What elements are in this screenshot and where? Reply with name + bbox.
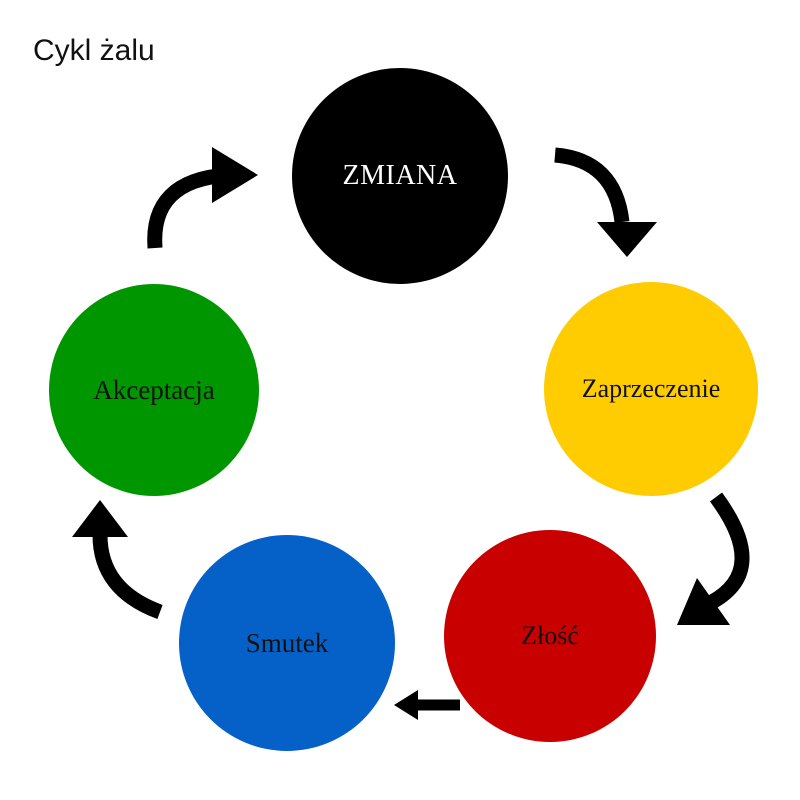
stage-zaprzeczenie-circle: Zaprzeczenie <box>544 282 758 496</box>
arrow-zaprzeczenie-to-zlosc <box>677 492 750 625</box>
stage-zmiana-circle: ZMIANA <box>292 68 508 284</box>
stage-zlosc-label: Złość <box>521 621 579 650</box>
stage-smutek-circle: Smutek <box>179 535 395 751</box>
stage-zaprzeczenie-label: Zaprzeczenie <box>581 374 721 403</box>
arrow-zmiana-to-zaprzeczenie <box>554 147 657 257</box>
stage-zlosc-circle: Złość <box>444 530 656 742</box>
stage-akceptacja-circle: Akceptacja <box>49 284 259 496</box>
stage-akceptacja-label: Akceptacja <box>93 374 215 405</box>
stage-zmiana-label: ZMIANA <box>342 160 458 191</box>
stage-smutek-label: Smutek <box>245 627 329 658</box>
arrow-zlosc-to-smutek <box>394 690 460 720</box>
arrow-akceptacja-to-zmiana <box>147 147 258 249</box>
arrow-smutek-to-akceptacja <box>72 500 163 620</box>
diagram-title: Cykl żalu <box>33 34 155 67</box>
